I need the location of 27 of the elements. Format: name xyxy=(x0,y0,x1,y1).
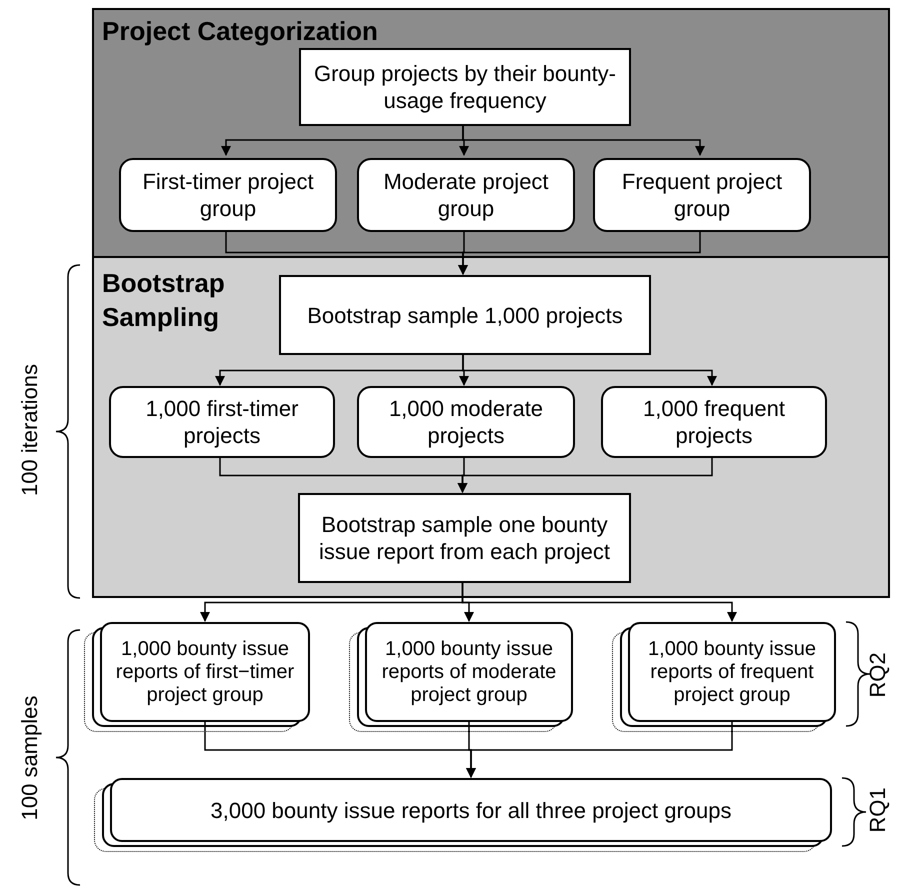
group-box: Moderate project group xyxy=(357,158,575,232)
group-box: 1,000 frequent projects xyxy=(601,386,827,458)
stage-panel xyxy=(92,8,890,258)
sample-stack-front: 1,000 bounty issue reports of frequent project group xyxy=(628,622,836,722)
sample-stack-front: 1,000 bounty issue reports of first−timer project group xyxy=(100,622,310,722)
arrow xyxy=(462,355,717,386)
arrow xyxy=(458,230,701,275)
sample-stack-front: 3,000 bounty issue reports for all three project groups xyxy=(110,778,832,842)
process-box: Bootstrap sample one bounty issue report from each project xyxy=(298,493,631,583)
process-box: Group projects by their bounty-usage frequency xyxy=(299,48,631,126)
group-box: 1,000 moderate projects xyxy=(357,386,575,458)
brace-label: RQ1 xyxy=(865,787,891,833)
brace-label: 100 iterations xyxy=(17,364,43,496)
brace-label: RQ2 xyxy=(865,652,891,698)
arrow xyxy=(462,583,737,622)
group-box: First-timer project group xyxy=(119,158,337,232)
arrow xyxy=(462,124,705,156)
stage-title: Project Categorization xyxy=(102,15,378,48)
stage-title: Bootstrap Sampling xyxy=(102,267,226,334)
sample-stack-front: 1,000 bounty issue reports of moderate project group xyxy=(365,622,573,722)
group-box: 1,000 first-timer projects xyxy=(109,386,335,458)
stage-panel xyxy=(92,258,890,598)
arrow xyxy=(466,722,733,778)
brace-label: 100 samples xyxy=(17,696,43,820)
group-box: Frequent project group xyxy=(593,158,811,232)
process-box: Bootstrap sample 1,000 projects xyxy=(279,275,651,355)
arrow xyxy=(458,458,713,493)
